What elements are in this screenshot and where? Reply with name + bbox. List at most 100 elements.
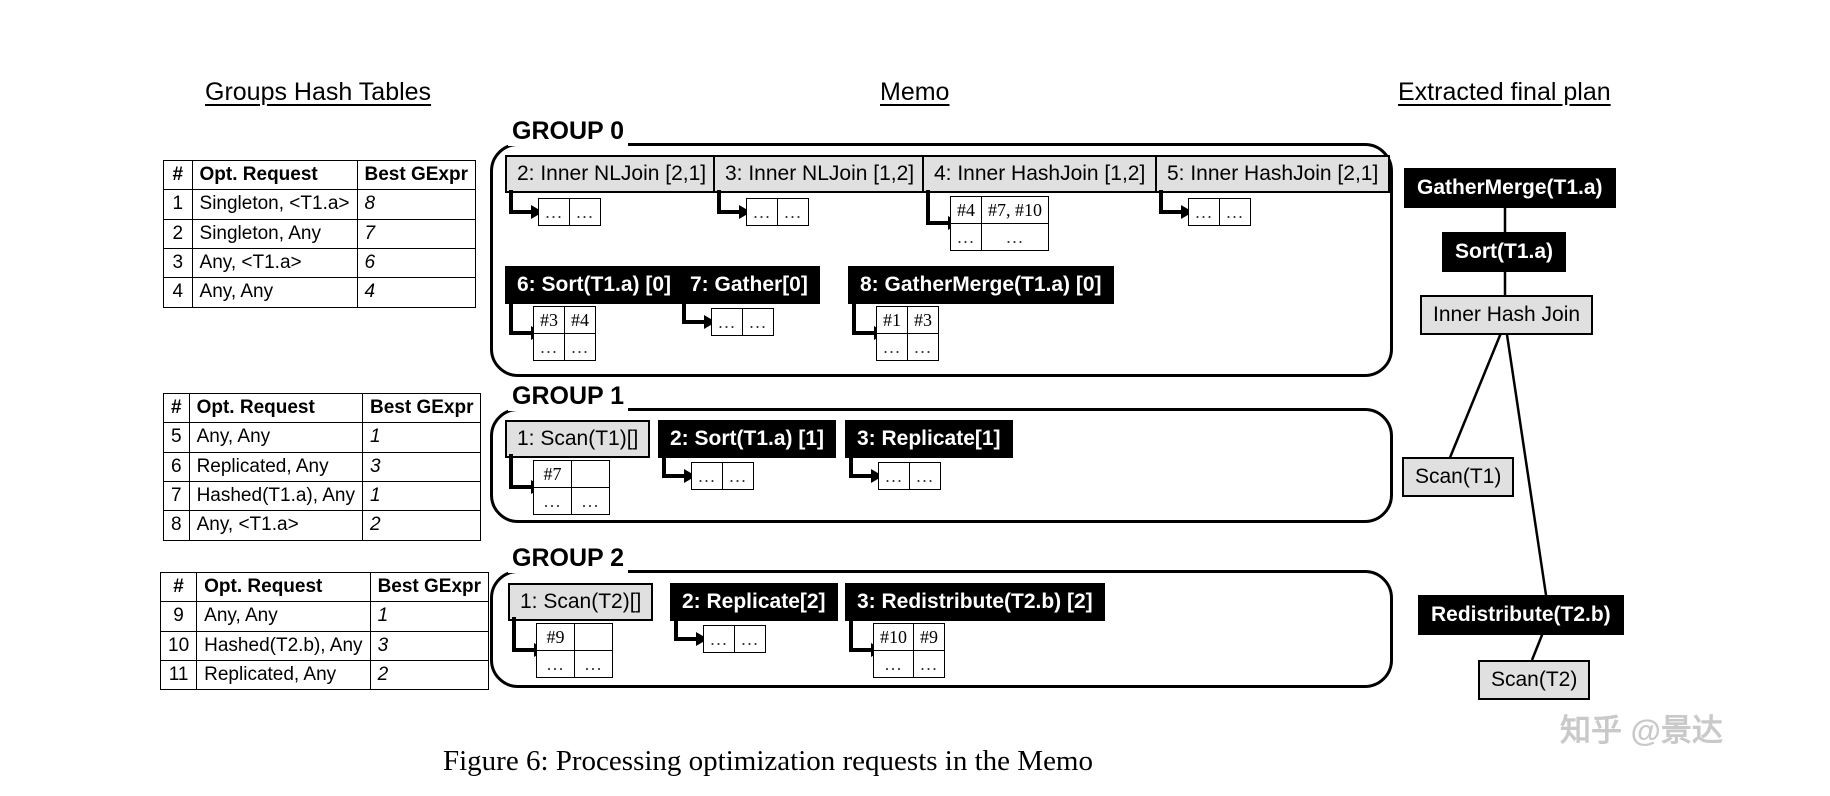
table-row: 8 Any, <T1.a> 2 (163, 510, 482, 541)
gexpr-0-5-arrow (1159, 190, 1193, 219)
gexpr-title: 5: Inner HashJoin [2,1] (1155, 155, 1391, 194)
plan-node-gathermerge[interactable]: GatherMerge(T1.a) (1404, 168, 1616, 209)
cell-best-gexpr: 3 (361, 451, 482, 482)
col-header-best-gexpr: Best GExpr (356, 159, 477, 191)
cell: ... (981, 223, 1050, 251)
plan-node-sort[interactable]: Sort(T1.a) (1442, 232, 1567, 273)
cells-row-bottom: ... ... (873, 650, 946, 678)
col-header-opt-request: Opt. Request (196, 571, 371, 603)
group-1-label: GROUP 1 (508, 382, 629, 411)
gexpr-title: 1: Scan(T2)[] (508, 583, 654, 622)
cell: ... (574, 650, 613, 678)
cell: #9 (536, 623, 575, 651)
cell-best-gexpr: 8 (356, 189, 477, 220)
gexpr-title: 2: Replicate[2] (670, 583, 838, 622)
group-2-container (490, 570, 1393, 688)
cells-row-top: ... ... (710, 308, 775, 336)
cell: ... (1219, 198, 1252, 226)
cell-num: 5 (163, 422, 190, 453)
cell-opt-request: Hashed(T2.b), Any (196, 630, 371, 661)
cells-row-top: ... ... (877, 462, 942, 490)
group-2-label: GROUP 2 (508, 544, 629, 573)
gexpr-1-3-cells: ... ... (877, 462, 942, 490)
heading-groups-hash-tables: Groups Hash Tables (205, 78, 432, 106)
gexpr-0-3[interactable]: 3: Inner NLJoin [1,2] (713, 155, 927, 194)
cell: #4 (949, 196, 983, 224)
plan-node-redistribute[interactable]: Redistribute(T2.b) (1418, 595, 1624, 636)
gexpr-2-1-cells: #9 ... ... (536, 623, 613, 678)
gexpr-0-7[interactable]: 7: Gather[0] (678, 266, 820, 305)
cell-opt-request: Any, Any (196, 601, 371, 632)
cells-row-bottom: ... ... (533, 487, 610, 515)
cell-opt-request: Any, <T1.a> (188, 510, 364, 541)
gexpr-0-8-cells: #1 #3 ... ... (875, 306, 940, 361)
gexpr-1-1[interactable]: 1: Scan(T1)[] (505, 420, 651, 459)
cell: ... (734, 625, 767, 653)
gexpr-title: 1: Scan(T1)[] (505, 420, 651, 459)
gexpr-1-2-arrow (662, 454, 696, 483)
gexpr-0-3-cells: ... ... (745, 198, 810, 226)
heading-extracted-final-plan: Extracted final plan (1398, 78, 1611, 106)
gexpr-title: 7: Gather[0] (678, 266, 820, 305)
cells-row-top: ... ... (702, 625, 767, 653)
cell: ... (875, 333, 909, 361)
gexpr-title: 4: Inner HashJoin [1,2] (922, 155, 1158, 194)
gexpr-0-8[interactable]: 8: GatherMerge(T1.a) [0] (848, 266, 1114, 305)
cell: #9 (912, 623, 946, 651)
gexpr-1-3-arrow (849, 454, 883, 483)
gexpr-1-1-cells: #7 ... ... (533, 460, 610, 515)
gexpr-1-2[interactable]: 2: Sort(T1.a) [1] (658, 420, 837, 459)
gexpr-0-2[interactable]: 2: Inner NLJoin [2,1] (505, 155, 719, 194)
gexpr-0-4[interactable]: 4: Inner HashJoin [1,2] (922, 155, 1158, 194)
cell: ... (777, 198, 810, 226)
plan-node-inner-hash-join[interactable]: Inner Hash Join (1420, 295, 1594, 336)
gexpr-2-3-cells: #10 #9 ... ... (873, 623, 946, 678)
cells-row-top: ... ... (1187, 198, 1252, 226)
cell-num: 6 (163, 451, 190, 482)
cell-opt-request: Replicated, Any (188, 451, 364, 482)
cell: ... (909, 462, 942, 490)
plan-node-scan-t2[interactable]: Scan(T2) (1478, 660, 1591, 701)
gexpr-0-2-cells: ... ... (537, 198, 602, 226)
cell: ... (690, 462, 724, 490)
cell-num: 8 (163, 510, 190, 541)
cell: ... (532, 333, 566, 361)
gexpr-0-6[interactable]: 6: Sort(T1.a) [0] (505, 266, 684, 305)
cell (571, 460, 610, 488)
cell: ... (907, 333, 940, 361)
cell: ... (710, 308, 744, 336)
gexpr-2-2-cells: ... ... (702, 625, 767, 653)
cell-num: 1 (163, 189, 193, 220)
cell: ... (537, 198, 571, 226)
gexpr-0-5[interactable]: 5: Inner HashJoin [2,1] (1155, 155, 1391, 194)
gexpr-1-2-cells: ... ... (690, 462, 755, 490)
gexpr-0-5-cells: ... ... (1187, 198, 1252, 226)
cell-best-gexpr: 7 (356, 218, 477, 249)
table-row: 4 Any, Any 4 (163, 277, 477, 308)
gexpr-0-3-arrow (717, 190, 751, 219)
plan-node-scan-t1[interactable]: Scan(T1) (1402, 457, 1515, 498)
cells-row-top: ... ... (745, 198, 810, 226)
cell (574, 623, 613, 651)
col-header-num: # (159, 571, 198, 603)
gexpr-2-2[interactable]: 2: Replicate[2] (670, 583, 838, 622)
gexpr-0-2-arrow (509, 190, 543, 219)
gexpr-2-1[interactable]: 1: Scan(T2)[] (508, 583, 654, 622)
cell-best-gexpr: 1 (361, 480, 482, 512)
cells-row-top: #1 #3 (875, 306, 940, 334)
cell-best-gexpr: 3 (369, 630, 490, 661)
gexpr-1-3[interactable]: 3: Replicate[1] (845, 420, 1013, 459)
table-row: 9 Any, Any 1 (159, 601, 490, 632)
cell: ... (571, 487, 610, 515)
gexpr-2-3[interactable]: 3: Redistribute(T2.b) [2] (845, 583, 1105, 622)
cell: ... (873, 650, 914, 678)
table-header-row: # Opt. Request Best GExpr (159, 571, 490, 603)
cell-best-gexpr: 2 (369, 659, 490, 691)
gexpr-title: 3: Replicate[1] (845, 420, 1013, 459)
group-0-label: GROUP 0 (508, 117, 629, 146)
cell: ... (536, 650, 575, 678)
table-row: 11 Replicated, Any 2 (159, 659, 490, 691)
cell-num: 4 (163, 277, 193, 308)
gexpr-title: 6: Sort(T1.a) [0] (505, 266, 684, 305)
